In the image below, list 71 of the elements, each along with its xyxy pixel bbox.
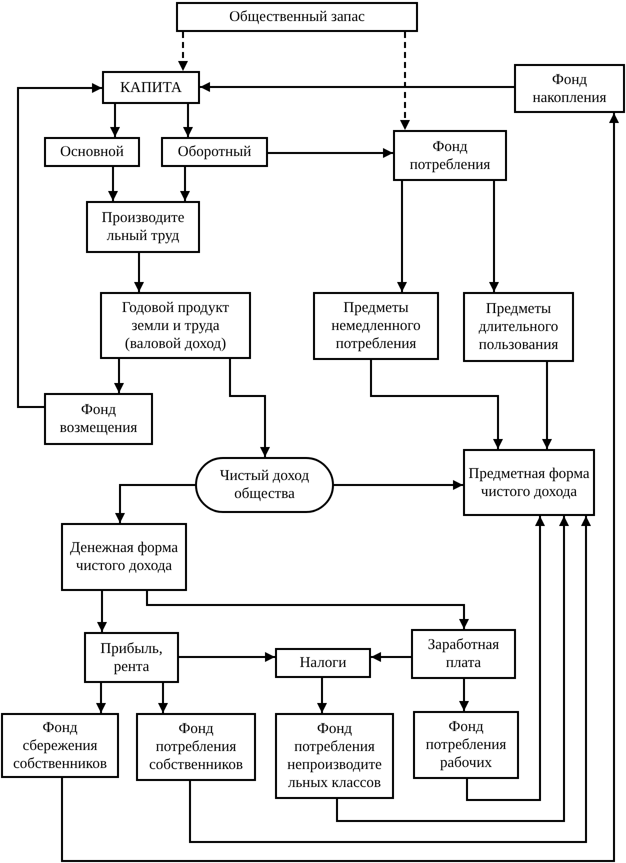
arrow [97, 591, 107, 632]
box-label: Фонд потребления собственников [148, 720, 244, 774]
arrow [180, 167, 190, 201]
box-label: Денежная форма чистого дохода [69, 539, 179, 575]
arrow [542, 362, 552, 449]
box-label: Предметы немедленного потребления [330, 299, 422, 353]
process-box [275, 713, 394, 799]
arrow [115, 484, 195, 523]
box-label: Фонд потребления непроизводите льных классов [286, 720, 383, 792]
arrow [114, 359, 124, 393]
process-box [136, 713, 256, 781]
arrow [110, 104, 120, 137]
arrow [61, 113, 619, 862]
arrow [17, 83, 102, 408]
arrow [334, 480, 463, 490]
box-label: Прибыль, рента [99, 640, 164, 676]
arrow [108, 167, 118, 201]
box-label: Фонд потребления рабочих [424, 718, 508, 772]
box-label: Предметная форма чистого дохода [468, 464, 590, 500]
arrow [229, 359, 270, 457]
box-label: Основной [60, 143, 124, 161]
arrow [466, 516, 545, 801]
process-box [86, 201, 200, 253]
process-box [102, 71, 200, 104]
arrow [400, 32, 410, 130]
box-label: Фонд сбережения собственников [12, 718, 108, 772]
process-box [44, 393, 153, 445]
process-box [61, 523, 187, 591]
arrow [459, 679, 469, 711]
arrow [183, 104, 193, 137]
arrow [96, 683, 106, 713]
process-box [84, 632, 179, 683]
arrow [200, 82, 514, 92]
box-label: Предметы длительного пользования [478, 300, 560, 354]
arrow [158, 683, 168, 713]
arrow [189, 516, 591, 843]
arrow [336, 516, 569, 822]
arrow [179, 652, 275, 662]
box-label: Фонд возмещения [58, 401, 138, 437]
process-box [100, 292, 251, 359]
process-box [275, 648, 371, 678]
box-label: Оборотный [178, 143, 252, 161]
process-box [393, 130, 507, 181]
arrow [178, 32, 188, 71]
arrow [370, 360, 503, 449]
box-label: Налоги [300, 654, 346, 672]
arrow [146, 591, 469, 629]
process-box [413, 711, 519, 779]
arrow [489, 181, 499, 292]
arrow [397, 181, 407, 292]
arrow [371, 652, 411, 662]
arrow [134, 253, 144, 292]
box-label: Фонд потребления [408, 138, 492, 174]
process-box [1, 713, 119, 778]
arrow [317, 678, 327, 713]
process-box [161, 137, 268, 167]
process-box [44, 137, 140, 167]
box-label: Годовой продукт земли и труда (валовой доход) [120, 298, 230, 352]
process-box [176, 2, 418, 32]
box-label: Производите льный труд [100, 209, 186, 245]
process-box [313, 292, 439, 360]
box-label: КАПИТА [120, 78, 182, 96]
arrow [268, 148, 393, 158]
box-label: Заработная плата [426, 636, 500, 672]
box-label: Общественный запас [229, 8, 365, 26]
process-box [463, 449, 595, 516]
process-box [463, 292, 574, 362]
box-label: Чистый доход общества [218, 467, 310, 503]
box-label: Фонд накопления [532, 70, 608, 106]
process-box [411, 629, 516, 679]
process-box [514, 64, 625, 113]
